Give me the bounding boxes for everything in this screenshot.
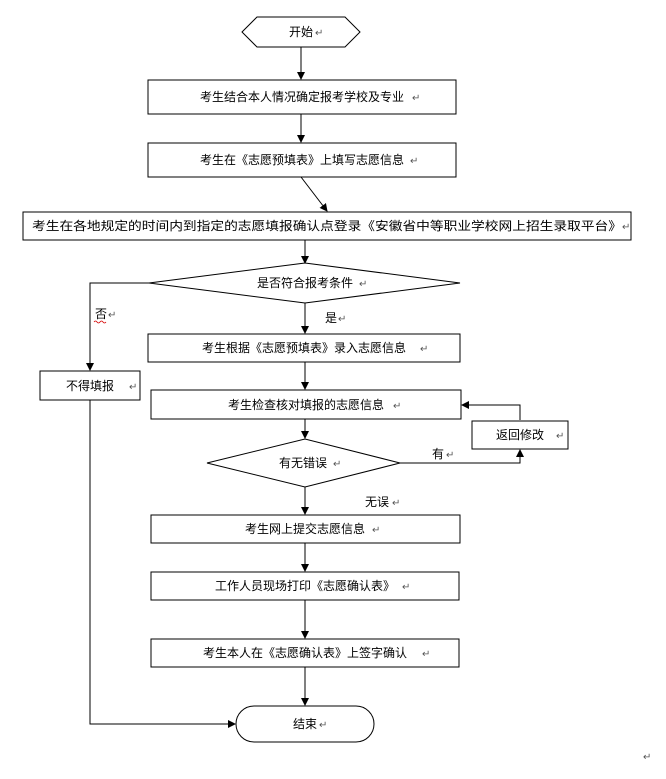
node-decision1: 是否符合报考条件 <box>148 262 461 304</box>
node-step5: 考生检查核对填报的志愿信息 <box>150 389 462 420</box>
node-step7: 工作人员现场打印《志愿确认表》 <box>150 571 460 601</box>
node-decision2: 有无错误 <box>206 438 401 488</box>
node-return-edit: 返回修改 <box>471 420 569 450</box>
node-step8-label: 考生本人在《志愿确认表》上签字确认 <box>203 645 407 660</box>
paragraph-mark-icon: ↵ <box>643 752 651 763</box>
node-step2: 考生在《志愿预填表》上填写志愿信息 <box>147 142 457 178</box>
node-step1: 考生结合本人情况确定报考学校及专业 <box>147 79 457 115</box>
node-step5-label: 考生检查核对填报的志愿信息 <box>228 397 384 412</box>
paragraph-mark-icon: ↵ <box>412 93 420 104</box>
node-reject: 不得填报 <box>39 370 141 401</box>
edge-labels: 否 是 有 无误 <box>93 307 444 509</box>
node-step6: 考生网上提交志愿信息 <box>150 514 461 544</box>
node-step6-label: 考生网上提交志愿信息 <box>245 521 365 536</box>
node-step4-label: 考生根据《志愿预填表》录入志愿信息 <box>202 340 406 355</box>
edge-label-yes: 是 <box>325 311 337 325</box>
edge-return-step5 <box>461 401 521 420</box>
edge-label-has-error: 有 <box>432 447 444 461</box>
edge-step2-step3 <box>300 176 328 212</box>
edge-decision1-reject <box>86 282 149 371</box>
node-step3: 考生在各地规定的时间内到指定的志愿填报确认点登录《安徽省中等职业学校网上招生录取… <box>22 211 632 241</box>
node-return-edit-label: 返回修改 <box>496 427 544 442</box>
node-step1-label: 考生结合本人情况确定报考学校及专业 <box>200 89 404 104</box>
paragraph-mark-icon: ↵ <box>338 314 346 325</box>
node-decision1-label: 是否符合报考条件 <box>257 275 353 290</box>
paragraph-mark-icon: ↵ <box>108 310 116 321</box>
node-step7-label: 工作人员现场打印《志愿确认表》 <box>215 579 395 593</box>
paragraph-mark-icon: ↵ <box>556 431 564 442</box>
edge-label-no-error: 无误 <box>365 495 389 509</box>
paragraph-mark-icon: ↵ <box>392 498 400 509</box>
edge-reject-end <box>89 400 236 728</box>
paragraph-mark-icon: ↵ <box>129 382 137 393</box>
edge-label-no: 否 <box>95 307 107 321</box>
connectors <box>86 47 524 728</box>
node-end: 结束 <box>235 705 375 743</box>
paragraph-marks: ↵ ↵ ↵ ↵ ↵ ↵ ↵ ↵ ↵ ↵ ↵ ↵ ↵ ↵ ↵ ↵ ↵ ↵ ↵ <box>108 28 651 763</box>
node-start-label: 开始 <box>289 25 313 39</box>
paragraph-mark-icon: ↵ <box>402 582 410 593</box>
paragraph-mark-icon: ↵ <box>393 401 401 412</box>
spellcheck-underline <box>93 320 107 324</box>
edge-decision2-return <box>400 449 524 464</box>
paragraph-mark-icon: ↵ <box>410 156 418 167</box>
paragraph-mark-icon: ↵ <box>372 525 380 536</box>
paragraph-mark-icon: ↵ <box>319 720 327 731</box>
paragraph-mark-icon: ↵ <box>420 344 428 355</box>
node-step4: 考生根据《志愿预填表》录入志愿信息 <box>147 333 461 363</box>
paragraph-mark-icon: ↵ <box>622 222 630 233</box>
node-reject-label: 不得填报 <box>66 378 114 393</box>
node-end-label: 结束 <box>293 717 317 731</box>
paragraph-mark-icon: ↵ <box>359 279 367 290</box>
node-step8: 考生本人在《志愿确认表》上签字确认 <box>150 638 460 668</box>
paragraph-mark-icon: ↵ <box>446 450 454 461</box>
node-start: 开始 <box>241 16 361 48</box>
paragraph-mark-icon: ↵ <box>422 649 430 660</box>
node-step3-label: 考生在各地规定的时间内到指定的志愿填报确认点登录《安徽省中等职业学校网上招生录取… <box>32 218 622 233</box>
node-step2-label: 考生在《志愿预填表》上填写志愿信息 <box>200 152 404 167</box>
node-decision2-label: 有无错误 <box>279 456 327 470</box>
paragraph-mark-icon: ↵ <box>315 28 323 39</box>
paragraph-mark-icon: ↵ <box>333 459 341 470</box>
